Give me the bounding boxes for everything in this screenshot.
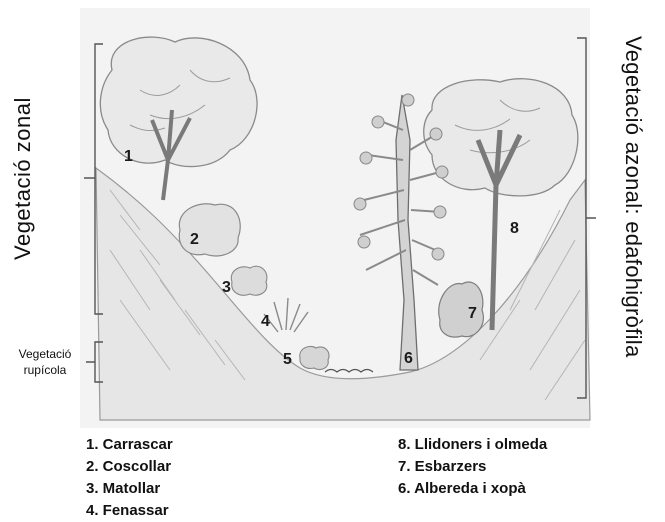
number-7: 7 xyxy=(468,305,477,323)
rupicola-line-2: rupícola xyxy=(8,362,82,378)
label-vegetacio-azonal: Vegetació azonal: edafohigròfila xyxy=(620,36,646,358)
legend-item: 2. Coscollar xyxy=(86,456,173,478)
number-8: 8 xyxy=(510,220,519,238)
label-vegetacio-rupicola: Vegetació rupícola xyxy=(8,346,82,378)
legend-item: 8. Llidoners i olmeda xyxy=(398,434,547,456)
legend-item: 1. Carrascar xyxy=(86,434,173,456)
legend-item: 4. Fenassar xyxy=(86,500,173,522)
shrub-coscollar xyxy=(179,204,240,256)
number-6: 6 xyxy=(404,350,413,368)
shrub-rupicola xyxy=(300,346,329,369)
legend-item: 6. Albereda i xopà xyxy=(398,478,547,500)
number-4: 4 xyxy=(261,313,270,331)
legend-item: 3. Matollar xyxy=(86,478,173,500)
label-vegetacio-zonal: Vegetació zonal xyxy=(10,97,36,260)
shrub-matollar xyxy=(231,266,267,295)
rupicola-line-1: Vegetació xyxy=(8,346,82,362)
number-3: 3 xyxy=(222,279,231,297)
legend-left: 1. Carrascar 2. Coscollar 3. Matollar 4.… xyxy=(86,434,173,522)
number-2: 2 xyxy=(190,231,199,249)
legend-item: 7. Esbarzers xyxy=(398,456,547,478)
number-5: 5 xyxy=(283,351,292,369)
number-1: 1 xyxy=(124,148,133,166)
legend-right: 8. Llidoners i olmeda 7. Esbarzers 6. Al… xyxy=(398,434,547,500)
